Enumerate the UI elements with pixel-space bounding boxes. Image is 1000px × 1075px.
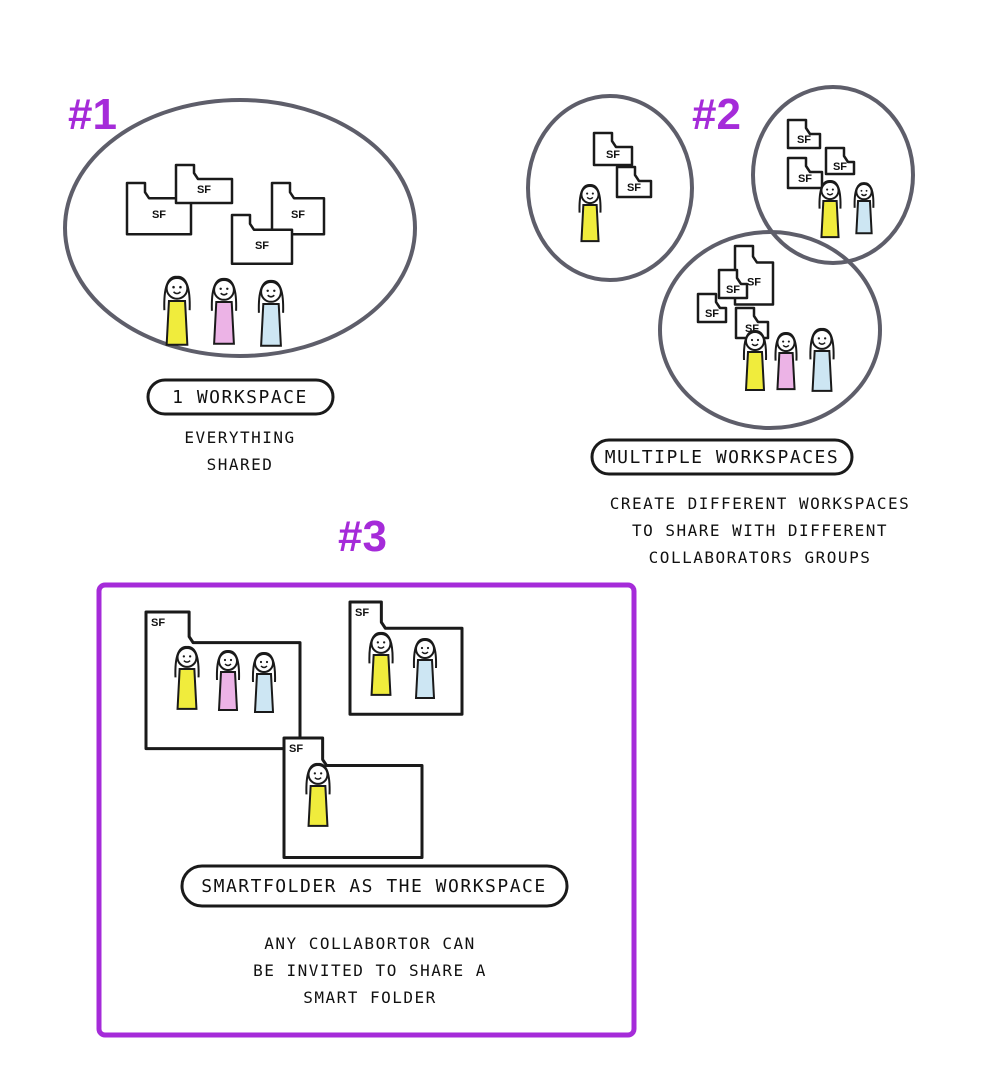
person-icon	[174, 645, 200, 710]
person-icon	[305, 762, 331, 827]
person-icon	[251, 652, 277, 713]
smartfolder-frame	[96, 582, 637, 1038]
smart-folder-icon: SF	[125, 181, 193, 236]
person-icon	[818, 180, 842, 239]
smart-folder-icon: SF	[786, 118, 822, 150]
smart-folder-icon: SF	[615, 165, 653, 199]
person-icon	[809, 327, 835, 392]
workspace-circle-2b	[751, 85, 915, 265]
title-pill-2: MULTIPLE WORKSPACES	[590, 438, 854, 476]
folder-label: SF	[289, 743, 303, 755]
folder-label: SF	[627, 182, 641, 194]
smart-folder-icon: SF	[230, 213, 294, 266]
section-number-2: #2	[692, 90, 741, 139]
people-layer	[163, 180, 875, 827]
folder-label: SF	[798, 173, 812, 185]
workspace-circle-2a	[526, 94, 694, 282]
description-1: EVERYTHING SHARED	[184, 428, 296, 474]
section-number-1: #1	[68, 90, 117, 139]
folder-label: SF	[152, 209, 166, 221]
folder-label: SF	[197, 184, 211, 196]
workspace-circle-1	[63, 98, 417, 358]
title-pill-1: 1 WORKSPACE	[146, 378, 335, 416]
folder-label: SF	[797, 134, 811, 146]
smart-folder-icon: SF	[696, 292, 728, 324]
title-2: MULTIPLE WORKSPACES	[605, 447, 839, 468]
smart-folder-icon: SF	[348, 600, 464, 716]
folder-label: SF	[255, 240, 269, 252]
folder-label: SF	[726, 284, 740, 296]
person-icon	[210, 277, 238, 345]
person-icon	[215, 650, 241, 711]
section-number-3: #3	[338, 512, 387, 561]
smart-folder-icon: SF	[592, 131, 634, 167]
person-icon	[368, 631, 394, 696]
title-pill-3: SMARTFOLDER AS THE WORKSPACE	[180, 864, 569, 908]
person-icon	[412, 638, 438, 699]
folder-label: SF	[355, 607, 369, 619]
folder-label: SF	[747, 277, 761, 289]
title-1: 1 WORKSPACE	[172, 387, 308, 408]
folder-label: SF	[291, 209, 305, 221]
description-3: ANY COLLABORTOR CAN BE INVITED TO SHARE …	[253, 934, 487, 1007]
description-2: CREATE DIFFERENT WORKSPACES TO SHARE WIT…	[609, 494, 911, 567]
folder-label: SF	[833, 161, 847, 173]
smart-folder-icon: SF	[282, 736, 424, 860]
person-icon	[578, 184, 602, 243]
smart-folder-icon: SF	[174, 163, 234, 205]
person-icon	[774, 332, 798, 391]
smart-folder-icon: SF	[786, 156, 824, 190]
smart-folder-icon: SF	[717, 268, 749, 300]
person-icon	[257, 279, 285, 347]
person-icon	[163, 275, 191, 346]
smart-folder-icon: SF	[270, 181, 326, 236]
folder-label: SF	[151, 617, 165, 629]
person-icon	[853, 182, 875, 235]
smart-folder-icon: SF	[824, 146, 856, 176]
folder-label: SF	[606, 149, 620, 161]
workspace-circle-2c	[658, 230, 882, 430]
title-3: SMARTFOLDER AS THE WORKSPACE	[201, 876, 546, 897]
folder-label: SF	[705, 308, 719, 320]
person-icon	[742, 330, 768, 391]
